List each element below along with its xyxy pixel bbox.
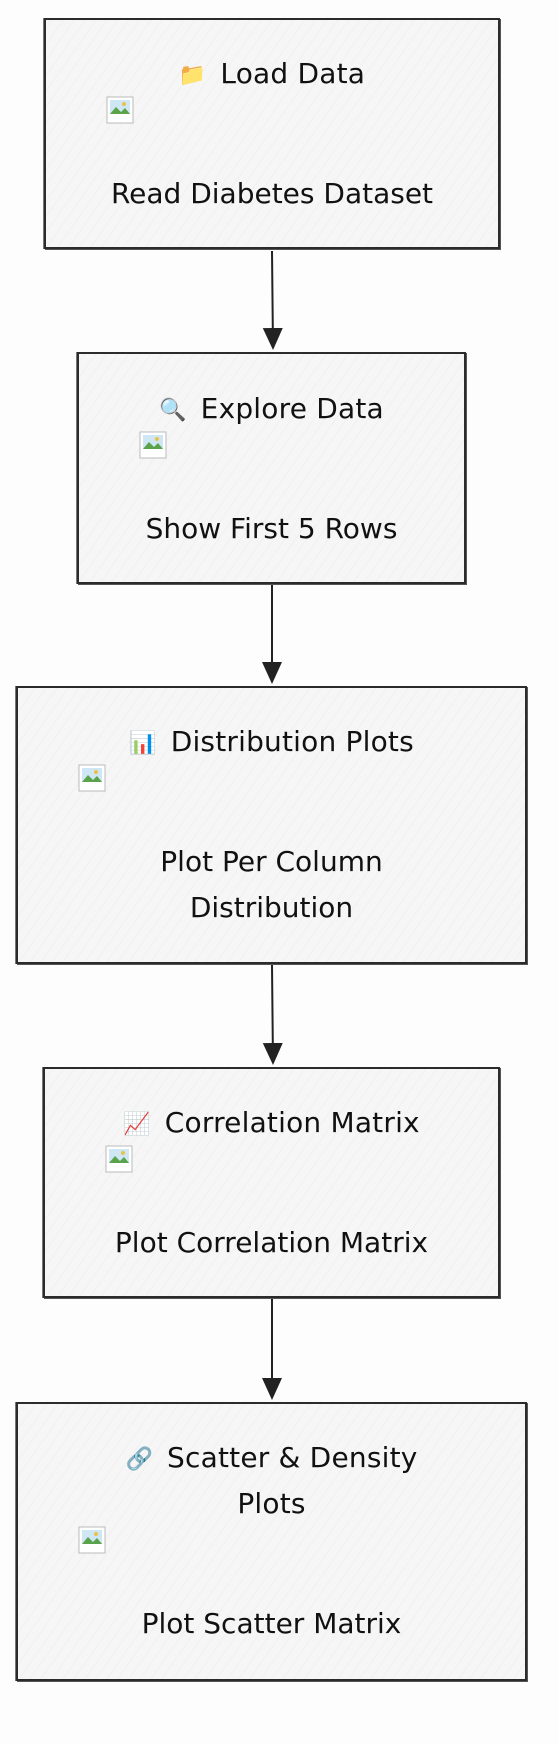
magnifier-icon: 🔍 xyxy=(159,398,187,423)
broken-image-icon xyxy=(106,96,134,124)
trend-chart-icon: 📈 xyxy=(123,1112,151,1137)
node-title-line-1: 🔗Scatter & Density xyxy=(18,1436,525,1482)
bar-chart-icon: 📊 xyxy=(129,731,157,756)
node-scatter-density-plots[interactable]: 🔗Scatter & Density Plots Plot Scatter Ma… xyxy=(16,1402,527,1681)
broken-image-icon xyxy=(78,764,106,792)
node-explore-data[interactable]: 🔍Explore Data Show First 5 Rows xyxy=(77,352,466,584)
node-title: 📈Correlation Matrix xyxy=(45,1101,498,1147)
node-subtitle: Read Diabetes Dataset xyxy=(110,177,434,210)
node-distribution-plots[interactable]: 📊Distribution Plots Plot Per Column Dist… xyxy=(16,686,527,964)
edge-load-to-explore xyxy=(262,250,283,350)
node-correlation-matrix[interactable]: 📈Correlation Matrix Plot Correlation Mat… xyxy=(43,1067,500,1298)
node-subtitle-line-2: Distribution xyxy=(189,891,354,924)
node-title-line-2: Plots xyxy=(237,1487,306,1520)
folder-icon: 📁 xyxy=(178,63,207,88)
broken-image-icon xyxy=(78,1526,106,1554)
edge-distribution-to-correlation xyxy=(262,964,283,1065)
node-subtitle: Plot Scatter Matrix xyxy=(141,1607,402,1640)
node-subtitle-line-1: Plot Per Column xyxy=(160,845,383,878)
broken-image-icon xyxy=(139,431,167,459)
node-title: 🔍Explore Data xyxy=(79,387,464,433)
node-subtitle: Plot Correlation Matrix xyxy=(114,1226,429,1259)
node-title: 📁Load Data xyxy=(46,52,498,98)
node-load-data[interactable]: 📁Load Data Read Diabetes Dataset xyxy=(44,18,500,249)
broken-image-icon xyxy=(105,1145,133,1173)
node-subtitle: Show First 5 Rows xyxy=(145,512,398,545)
link-icon: 🔗 xyxy=(125,1447,154,1472)
node-title: 📊Distribution Plots xyxy=(18,720,525,766)
